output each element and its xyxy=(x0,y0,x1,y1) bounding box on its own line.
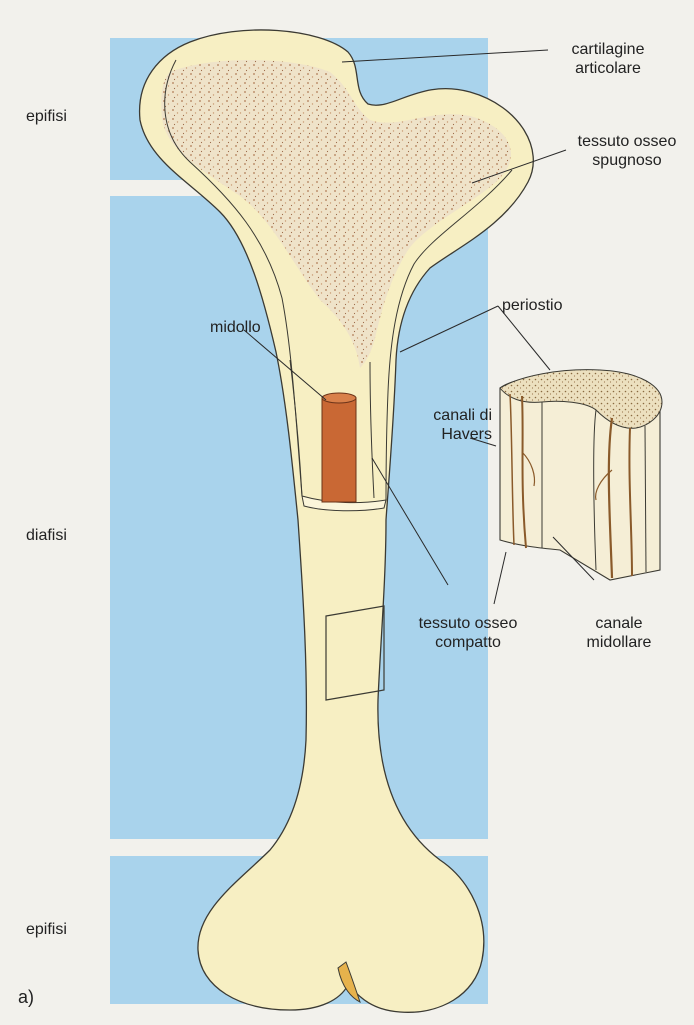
medullary-canal-line1: canale xyxy=(562,614,676,633)
spongy-bone-line1: tessuto osseo xyxy=(568,132,686,151)
articular-cartilage-line2: articolare xyxy=(548,59,668,78)
articular-cartilage-label: cartilagine articolare xyxy=(548,40,668,78)
compact-bone-label: tessuto osseo compatto xyxy=(394,614,542,652)
marrow-cylinder xyxy=(322,398,356,502)
marrow-label: midollo xyxy=(210,318,261,337)
panel-letter: a) xyxy=(18,988,34,1007)
haversian-canals-label: canali di Havers xyxy=(386,406,492,444)
epiphysis-top-label: epifisi xyxy=(26,107,67,126)
diaphysis-label: diafisi xyxy=(26,526,67,545)
compact-bone-line2: compatto xyxy=(394,633,542,652)
compact-bone-section xyxy=(500,370,662,580)
spongy-bone-line2: spugnoso xyxy=(568,151,686,170)
spongy-bone-label: tessuto osseo spugnoso xyxy=(568,132,686,170)
periosteum-label: periostio xyxy=(502,296,562,315)
epiphysis-bottom-label: epifisi xyxy=(26,920,67,939)
haversian-canals-line1: canali di xyxy=(386,406,492,425)
articular-cartilage-line1: cartilagine xyxy=(548,40,668,59)
haversian-canals-line2: Havers xyxy=(386,425,492,444)
compact-bone-line1: tessuto osseo xyxy=(394,614,542,633)
medullary-canal-line2: midollare xyxy=(562,633,676,652)
marrow-cylinder-top xyxy=(322,393,356,403)
medullary-canal-label: canale midollare xyxy=(562,614,676,652)
